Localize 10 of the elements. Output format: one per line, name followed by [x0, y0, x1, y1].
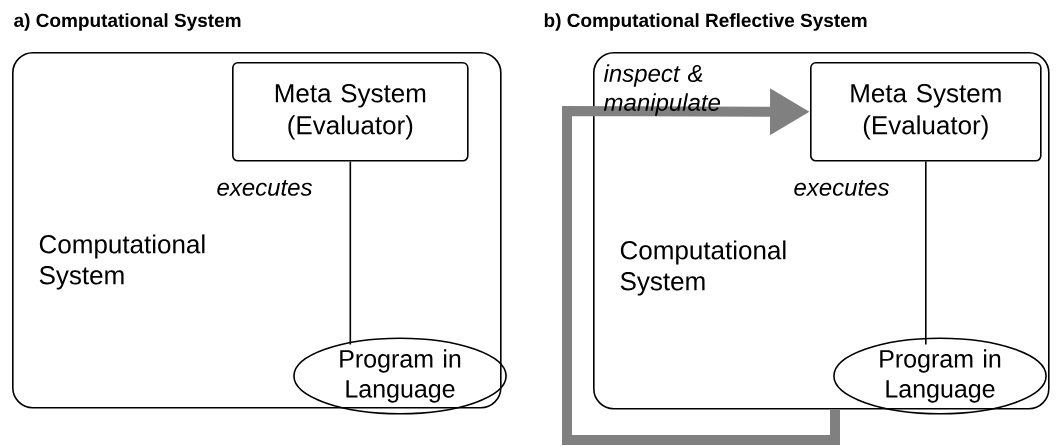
edge-label: executes — [217, 180, 313, 196]
panel-title: b) Computational Reflective System — [544, 13, 867, 31]
connector-line — [925, 160, 927, 346]
feedback-arrow — [562, 88, 840, 445]
edge-label: executes — [794, 180, 890, 196]
process-box: Meta System (Evaluator) — [232, 62, 469, 162]
connector-line — [349, 160, 352, 346]
edge-label: inspect & manipulate — [603, 64, 721, 116]
panel-title: a) Computational System — [14, 13, 241, 31]
process-box: Meta System (Evaluator) — [810, 62, 1042, 162]
